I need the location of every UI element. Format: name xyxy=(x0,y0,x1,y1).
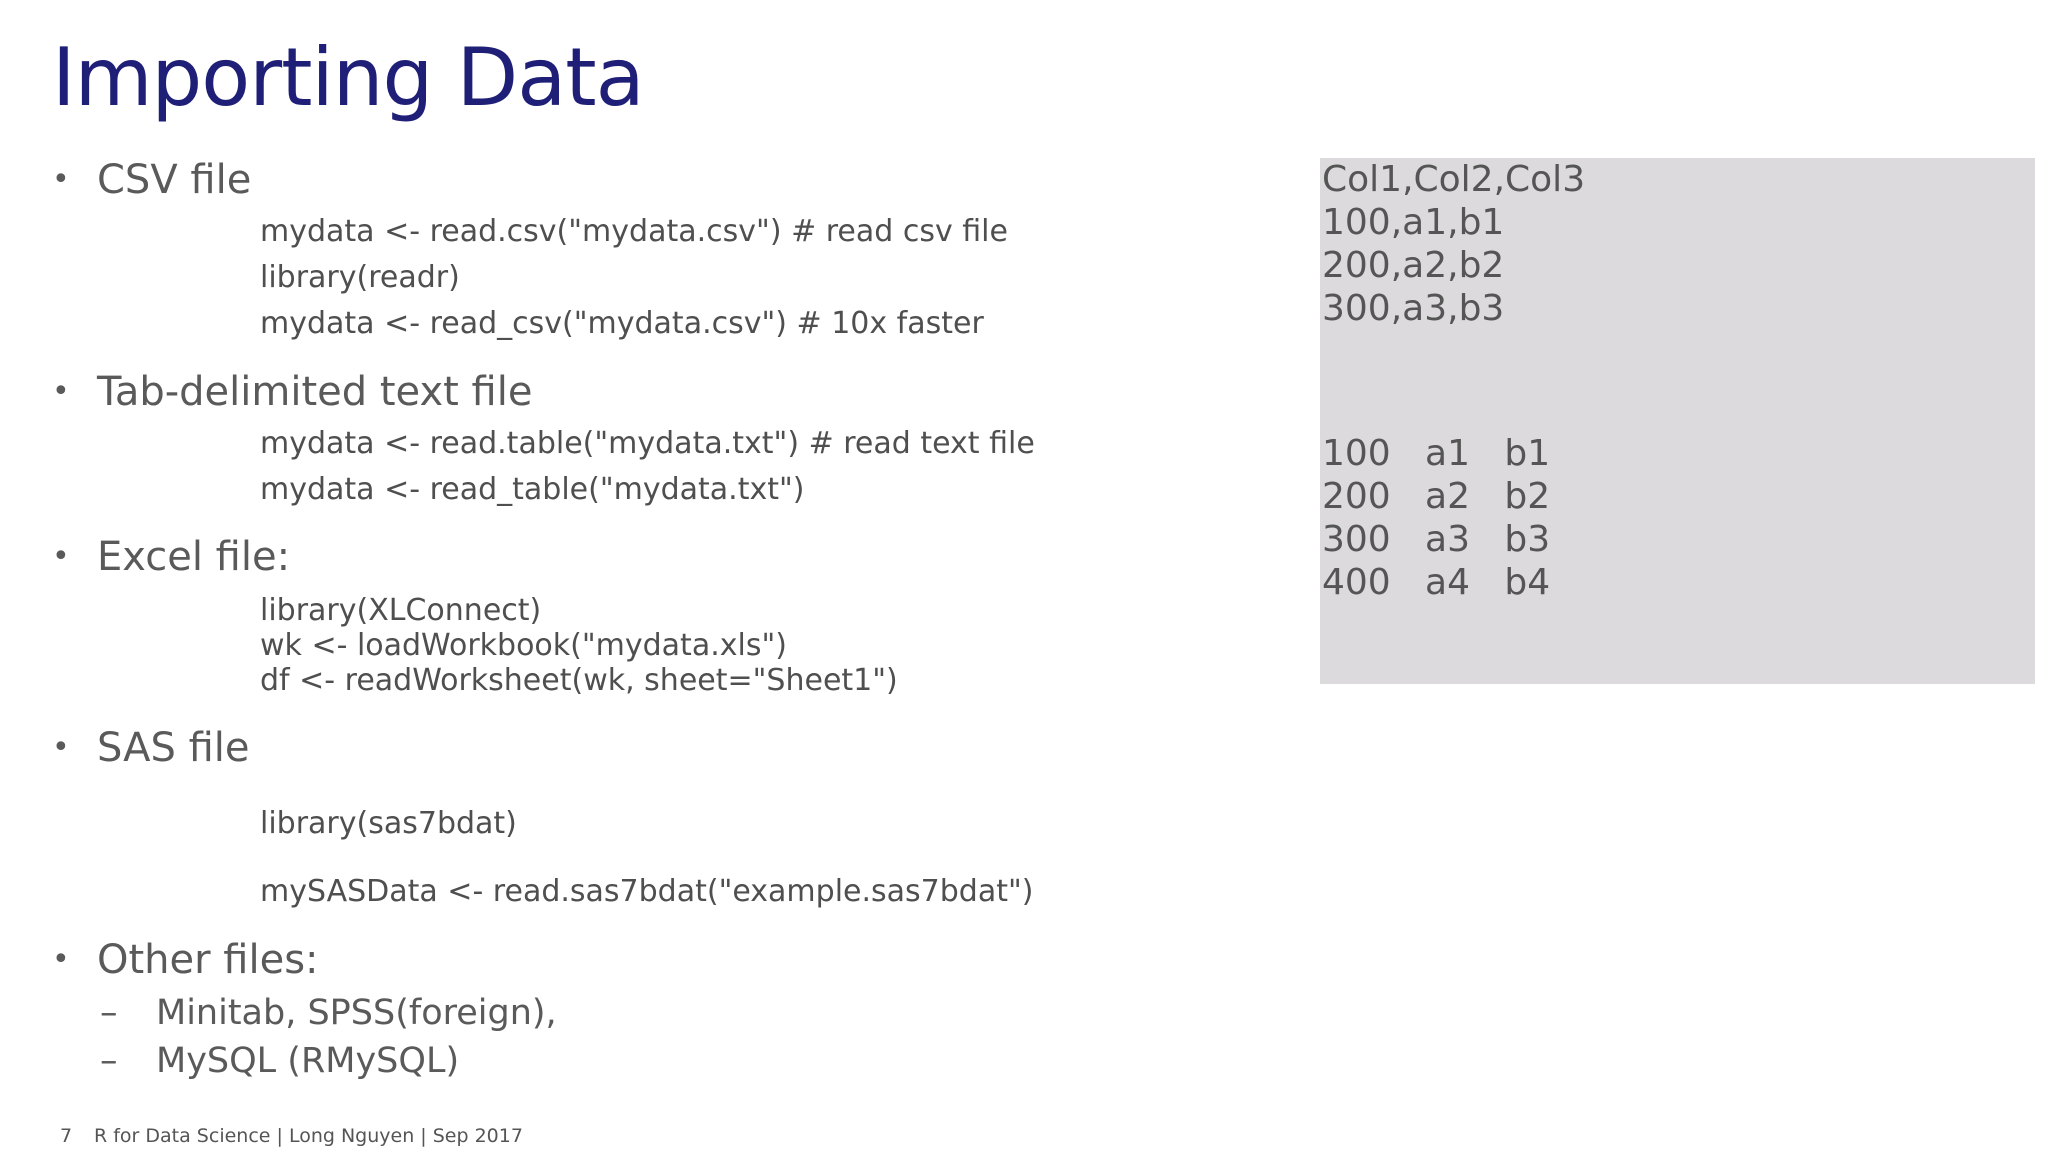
code-line: mydata <- read_csv("mydata.csv") # 10x f… xyxy=(260,306,984,341)
code-line: mydata <- read.table("mydata.txt") # rea… xyxy=(260,426,1035,461)
bullet-dot-icon: • xyxy=(52,942,70,977)
tab-sample-line: 200 a2 b2 xyxy=(1322,476,1551,517)
slide-title: Importing Data xyxy=(52,31,645,124)
bullet-label: Tab-delimited text file xyxy=(97,369,533,415)
tab-sample-line: 100 a1 b1 xyxy=(1322,433,1551,474)
sub-item: –MySQL (RMySQL) xyxy=(100,1038,459,1084)
sub-item-label: Minitab, SPSS(foreign), xyxy=(156,993,557,1033)
bullet-dot-icon: • xyxy=(52,539,70,574)
footer-text: R for Data Science | Long Nguyen | Sep 2… xyxy=(94,1125,523,1147)
bullet-excel: • Excel file: xyxy=(52,532,290,582)
code-line: wk <- loadWorkbook("mydata.xls") xyxy=(260,628,787,663)
code-line: library(sas7bdat) xyxy=(260,806,517,841)
code-line: mySASData <- read.sas7bdat("example.sas7… xyxy=(260,874,1034,909)
bullet-tab: • Tab-delimited text file xyxy=(52,367,532,417)
tab-sample-line: 400 a4 b4 xyxy=(1322,562,1551,603)
bullet-dot-icon: • xyxy=(52,162,70,197)
bullet-other: • Other files: xyxy=(52,935,319,985)
sample-data-panel: Col1,Col2,Col3 100,a1,b1 200,a2,b2 300,a… xyxy=(1320,158,2035,684)
bullet-label: CSV file xyxy=(97,157,252,203)
code-line: mydata <- read_table("mydata.txt") xyxy=(260,472,805,507)
dash-icon: – xyxy=(100,993,118,1033)
bullet-dot-icon: • xyxy=(52,374,70,409)
bullet-sas: • SAS file xyxy=(52,723,250,773)
csv-sample-line: 300,a3,b3 xyxy=(1322,288,1505,329)
dash-icon: – xyxy=(100,1041,118,1081)
code-line: df <- readWorksheet(wk, sheet="Sheet1") xyxy=(260,663,898,698)
csv-sample-line: 200,a2,b2 xyxy=(1322,245,1505,286)
code-line: mydata <- read.csv("mydata.csv") # read … xyxy=(260,214,1008,249)
csv-sample-line: Col1,Col2,Col3 xyxy=(1322,159,1586,200)
bullet-label: Excel file: xyxy=(97,534,291,580)
code-line: library(XLConnect) xyxy=(260,593,542,628)
csv-sample-line: 100,a1,b1 xyxy=(1322,202,1505,243)
sub-item: –Minitab, SPSS(foreign), xyxy=(100,990,557,1036)
bullet-label: SAS file xyxy=(97,725,250,771)
sub-item-label: MySQL (RMySQL) xyxy=(156,1041,460,1081)
page-number: 7 xyxy=(60,1125,73,1147)
tab-sample-line: 300 a3 b3 xyxy=(1322,519,1551,560)
slide-footer: 7 R for Data Science | Long Nguyen | Sep … xyxy=(60,1124,523,1148)
bullet-dot-icon: • xyxy=(52,730,70,765)
bullet-csv: • CSV file xyxy=(52,155,251,205)
code-line: library(readr) xyxy=(260,260,460,295)
bullet-label: Other files: xyxy=(97,937,319,983)
